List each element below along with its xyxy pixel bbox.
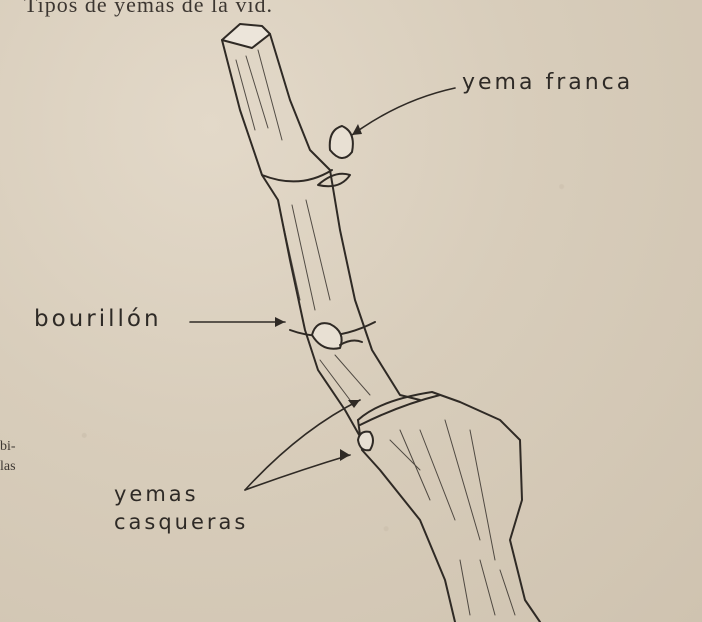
cut-top (222, 24, 270, 48)
bud-bourillon (312, 323, 342, 349)
margin-fragment-1: bi- (0, 438, 16, 456)
label-casqueras: casqueras (114, 510, 248, 534)
leader-casquera-1 (245, 400, 360, 490)
base-outline (358, 392, 540, 622)
bud-franca (330, 126, 353, 158)
casquera-bud (358, 432, 373, 451)
label-yema-franca: yema franca (462, 70, 633, 95)
arrowhead-casquera-1 (348, 400, 360, 408)
shoot-outline-left (222, 40, 362, 440)
arrowhead-casquera-2 (340, 449, 350, 461)
label-bourillon: bourillón (34, 306, 162, 332)
margin-fragment-2: las (0, 458, 16, 476)
label-yemas: yemas (114, 482, 199, 506)
bud-bourillon-scale (340, 341, 362, 345)
node-upper (262, 170, 332, 181)
shoot-outline-right (270, 34, 420, 400)
leader-yema-franca (352, 88, 455, 135)
arrowhead-bourillon (275, 317, 285, 327)
base-outline-left (358, 420, 455, 622)
